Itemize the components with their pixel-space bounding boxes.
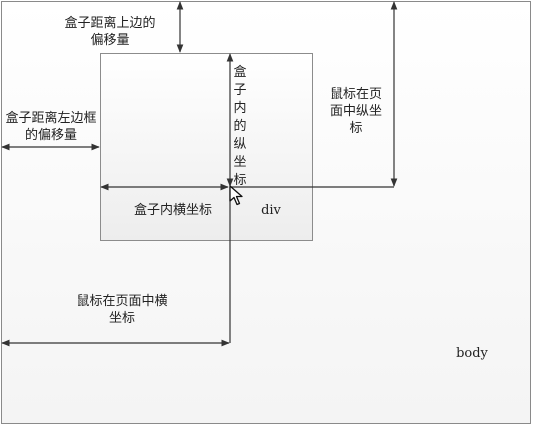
inner-x-label: 盒子内横坐标 xyxy=(133,203,212,218)
div-box xyxy=(100,53,313,241)
body-label: body xyxy=(456,346,488,361)
inner-y-label: 盒子内的纵坐标 xyxy=(233,65,247,188)
page-x-label: 鼠标在页面中横坐标 xyxy=(76,294,168,326)
mouse-pointer-icon xyxy=(229,185,243,206)
top-offset-label: 盒子距离上边的偏移量 xyxy=(64,16,156,48)
left-offset-label: 盒子距离左边框的偏移量 xyxy=(5,111,97,143)
div-label: div xyxy=(261,203,281,218)
page-y-label: 鼠标在页面中纵坐标 xyxy=(330,87,383,136)
